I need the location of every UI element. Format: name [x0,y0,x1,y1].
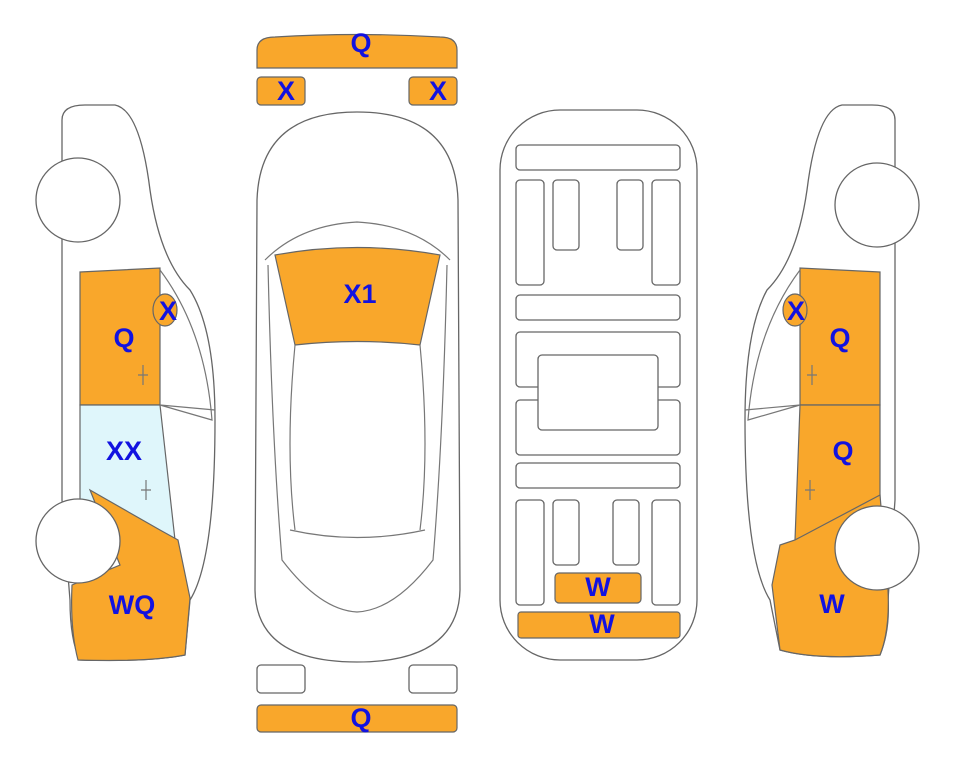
underbody-part [651,499,681,606]
underbody-part [616,179,644,251]
right-mirror-label: X [787,296,805,326]
right-mirror[interactable] [782,293,808,327]
front-bumper-label: Q [350,28,371,58]
headlight-right[interactable] [408,76,458,106]
left-mirror-label: X [159,296,177,326]
underbody-rear-panel[interactable] [554,572,642,604]
right-rear-quarter-label: W [819,589,845,619]
rear-bumper[interactable] [256,704,458,733]
right-door-handle-icon [805,365,817,500]
front-bumper[interactable] [256,33,458,69]
top-car-body [254,111,461,663]
left-side-view: Q X XX WQ [35,104,216,662]
right-rear-door-label: Q [832,436,853,466]
underbody-rear-bumper-area[interactable] [517,611,681,639]
rear-light-right [408,664,458,694]
underbody-part [651,179,681,286]
underbody-rear-bumper-label: W [589,609,615,639]
underbody-part [552,179,580,251]
headlight-right-label: X [429,76,447,106]
underbody-part [612,499,640,566]
underbody-part [515,499,545,606]
underbody-part [515,144,681,171]
right-rear-wheel [834,505,920,591]
headlight-left[interactable] [256,76,306,106]
headlight-left-label: X [277,76,295,106]
windshield-label: X1 [343,279,376,309]
left-rear-wheel [35,498,121,584]
left-rear-quarter-panel[interactable] [71,488,191,662]
right-front-door-label: Q [829,323,850,353]
underbody-part [537,354,659,431]
right-side-view: X Q Q W [744,104,920,658]
rear-bumper-label: Q [350,703,371,733]
left-rear-door-label: XX [106,436,142,466]
underbody-part [515,462,681,489]
left-window-line [159,269,216,421]
right-front-wheel [834,162,920,248]
left-front-wheel [35,157,121,243]
underbody-part [552,499,580,566]
underbody-part [515,179,545,286]
underbody-rear-panel-label: W [585,572,611,602]
left-door-handle-icon [138,365,151,500]
rear-light-left [256,664,306,694]
left-front-door-label: Q [113,323,134,353]
left-rear-quarter-label: WQ [109,590,156,620]
windshield[interactable] [274,246,441,346]
left-mirror[interactable] [152,293,178,327]
underbody-part [515,294,681,321]
top-view: Q X X X1 Q [254,28,461,733]
underbody-view: W W [499,109,698,661]
